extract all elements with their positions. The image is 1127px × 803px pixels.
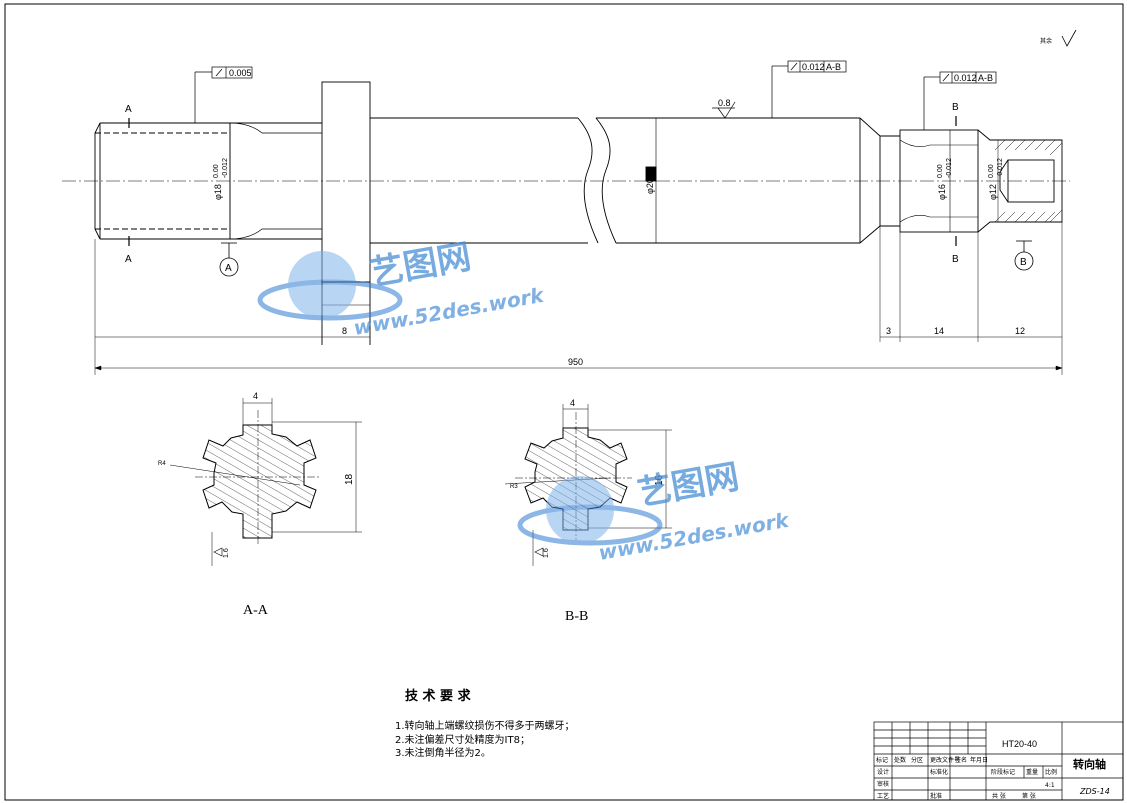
- tb-process: 工艺: [877, 792, 889, 800]
- dia-mid-text: φ20: [645, 178, 655, 194]
- tolerance-frame-right: [923, 71, 997, 130]
- watermark-brand-1: 艺图网: [367, 237, 474, 294]
- section-aa-title: A-A: [243, 603, 269, 618]
- roughness-other-symbol: 其余: [1040, 29, 1077, 47]
- end-hatching: [994, 139, 1063, 223]
- title-block: [873, 721, 1124, 801]
- dia-end-tol-lower: -0.012: [997, 158, 1004, 178]
- dia-left-tol-upper: 0.00: [213, 164, 220, 178]
- aa-width-text: 4: [253, 391, 258, 401]
- watermark-logo-2: [517, 476, 663, 546]
- tb-scale: 4:1: [1045, 782, 1055, 789]
- bb-rough-text: 1.6: [543, 548, 550, 558]
- note-item-3: 3.未注倒角半径为2。: [395, 746, 491, 759]
- bb-width-text: 4: [570, 398, 575, 408]
- dia-end-tol-upper: 0.00: [988, 164, 995, 178]
- tb-row-label-6: 年月日: [970, 756, 988, 764]
- tb-weight: 重量: [1026, 768, 1038, 776]
- aa-rough-text: 1.6: [223, 548, 230, 558]
- bb-radius-text: R3: [510, 484, 518, 490]
- sheet-border: [4, 3, 1124, 801]
- bb-height-text: 16: [654, 474, 665, 486]
- len-total-text: 950: [568, 357, 583, 367]
- tolerance-frame-mid: [771, 60, 847, 118]
- tb-review: 审核: [877, 780, 889, 788]
- tb-material: HT20-40: [1002, 739, 1037, 749]
- dia-end-text: φ12: [988, 184, 998, 200]
- tolerance-right-datum: A-B: [978, 73, 993, 83]
- tolerance-right-value: 0.012: [954, 73, 977, 83]
- datum-a-symbol: [219, 242, 239, 277]
- tb-row-label-2: 处数: [894, 756, 906, 764]
- tb-approve: 批准: [930, 792, 942, 800]
- dia-right-text: φ16: [937, 184, 947, 200]
- watermark-url-2: www.52des.work: [597, 508, 792, 565]
- len-3-text: 3: [886, 326, 891, 336]
- tolerance-frame-left: [194, 66, 253, 123]
- dia-end-dim: φ12 0.00 -0.012: [988, 140, 1004, 222]
- len-12-text: 12: [1015, 326, 1025, 336]
- surface-finish-mid-value: 0.8: [718, 98, 731, 108]
- len-flange-text: 8: [342, 326, 347, 336]
- dia-left-text: φ18: [213, 184, 223, 200]
- len-14-text: 14: [934, 326, 944, 336]
- section-mark-b-bottom: B: [952, 254, 959, 265]
- tb-sheet-no: 第 张: [1022, 792, 1036, 800]
- tolerance-mid-value: 0.012: [802, 62, 825, 72]
- section-aa-view: [169, 398, 362, 566]
- datum-a-label: A: [225, 263, 232, 274]
- tb-row-label-4: 更改文件号: [930, 756, 960, 764]
- note-item-2: 2.未注偏差尺寸处精度为IT8；: [395, 733, 530, 746]
- tb-part-name: 转向轴: [1073, 757, 1106, 771]
- tb-row-label-1: 标记: [876, 756, 888, 764]
- tb-row-label-3: 分区: [911, 756, 923, 764]
- watermark-logo-1: [257, 251, 403, 321]
- tb-row-label-5: 签名: [955, 756, 967, 764]
- aa-height-text: 18: [344, 473, 355, 485]
- tb-drawing-no: ZDS-14: [1079, 787, 1110, 796]
- notes-heading: 技 术 要 求: [405, 688, 472, 704]
- datum-b-symbol: [1014, 240, 1034, 271]
- section-bb-title: B-B: [565, 609, 588, 624]
- section-mark-a-bottom: A: [125, 254, 132, 265]
- note-item-1: 1.转向轴上端螺纹损伤不得多于两螺牙；: [395, 719, 575, 732]
- dia-left-tol-lower: -0.012: [222, 158, 229, 178]
- tb-stage-mark: 阶段标记: [991, 768, 1015, 776]
- shaft-main-view: [94, 81, 1063, 345]
- tb-standard: 标准化: [930, 768, 948, 776]
- section-mark-a-top: A: [125, 104, 132, 115]
- dia-right-tol-lower: -0.012: [946, 158, 953, 178]
- section-mark-b-top: B: [952, 102, 959, 113]
- length-dims: [94, 222, 1063, 375]
- tolerance-left-value: 0.005: [229, 68, 252, 78]
- tb-sheets: 共 张: [992, 792, 1006, 800]
- aa-radius-text: R4: [158, 461, 166, 467]
- dia-left-dim: φ18 0.00 -0.012: [213, 123, 231, 239]
- tolerance-mid-datum: A-B: [826, 62, 841, 72]
- tb-design: 设计: [877, 768, 889, 776]
- dia-right-tol-upper: 0.00: [937, 164, 944, 178]
- datum-b-label: B: [1020, 257, 1027, 268]
- dia-right-dim: φ16 0.00 -0.012: [937, 158, 953, 200]
- section-marks: [128, 116, 957, 246]
- tb-ratio: 比例: [1045, 768, 1057, 776]
- roughness-label: 其余: [1040, 37, 1052, 45]
- surface-finish-mid: [712, 101, 736, 119]
- watermark-brand-2: 艺图网: [635, 457, 742, 514]
